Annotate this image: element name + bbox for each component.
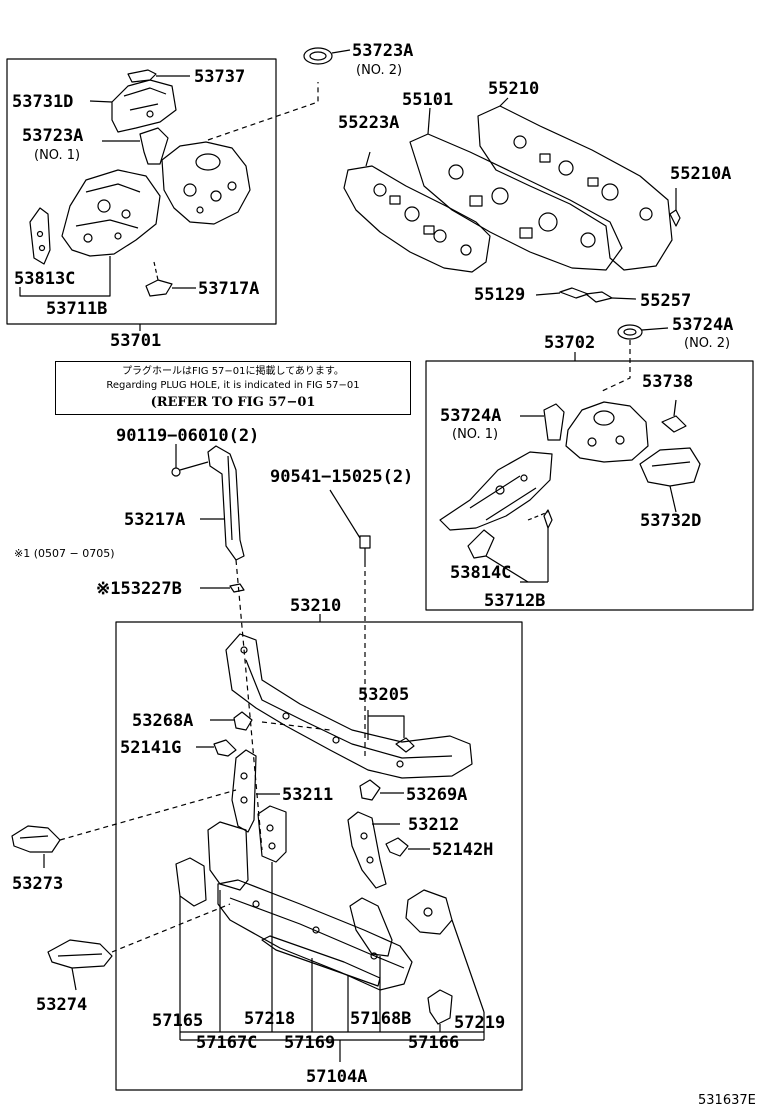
part-53723A-no1-shape: [102, 127, 169, 165]
label-55223A: 55223A: [338, 113, 400, 133]
part-55129-55257-shape: [535, 287, 637, 303]
part-53268A-shape: [210, 711, 253, 731]
note-box: プラグホールはFIG 57−01に掲載してあります。 Regarding PLU…: [55, 361, 411, 415]
label-55101: 55101: [402, 90, 454, 110]
label-52142H: 52142H: [432, 840, 494, 860]
part-55101-shape: [409, 107, 623, 271]
note-refer: (REFER TO FIG 57−01: [150, 395, 316, 410]
part-53814C-shape: [467, 509, 553, 583]
part-52142H-shape: [385, 837, 430, 857]
label-53731D: 53731D: [12, 92, 74, 112]
label-57218: 57218: [244, 1009, 296, 1029]
label-53717A: 53717A: [198, 279, 260, 299]
part-90541-bolt-shape: [329, 489, 371, 562]
label-53724A-no2: 53724A: [672, 315, 734, 335]
label-53724A-no1-sub: (NO. 1): [452, 427, 499, 442]
note-line-english: Regarding PLUG HOLE, it is indicated in …: [106, 380, 360, 391]
part-55210A-shape: [669, 188, 681, 227]
label-57169: 57169: [284, 1033, 336, 1053]
part-53738-shape: [661, 399, 687, 433]
diagram-id: 531637E: [698, 1093, 756, 1108]
part-53702-body-shape: [565, 401, 649, 463]
part-53212-shape: [347, 811, 400, 889]
box-53702: [425, 360, 754, 611]
label-53724A-no2-sub: (NO. 2): [684, 336, 731, 351]
part-52141G-shape: [196, 739, 237, 757]
label-53814C: 53814C: [450, 563, 512, 583]
part-53210-support-shape: [225, 633, 473, 779]
label-55210A: 55210A: [670, 164, 732, 184]
part-53711B-floor-shape: [61, 169, 161, 257]
box-53701: [6, 58, 277, 325]
part-55210-shape: [477, 97, 673, 271]
part-57218-shape: [257, 805, 287, 1032]
label-53813C: 53813C: [14, 269, 76, 289]
part-53724A-no2-shape: [599, 324, 669, 393]
part-57169-shape: [261, 935, 381, 1032]
label-53217A: 53217A: [124, 510, 186, 530]
part-57168B-shape: [347, 897, 393, 1032]
label-52141G: 52141G: [120, 738, 182, 758]
part-53273-shape: [11, 789, 237, 868]
part-53269A-shape: [359, 779, 404, 801]
part-53227B-shape: [200, 583, 245, 593]
label-57165: 57165: [152, 1011, 204, 1031]
label-53723A-no1-sub: (NO. 1): [34, 148, 81, 163]
label-53723A-no2-sub: (NO. 2): [356, 63, 403, 78]
part-57166-shape: [427, 989, 453, 1032]
part-53724A-no1-shape: [520, 403, 565, 441]
part-53217A-shape: [171, 444, 245, 561]
label-57219: 57219: [454, 1013, 506, 1033]
part-53274-shape: [47, 903, 231, 991]
part-53717A-shape: [145, 261, 196, 297]
label-53211: 53211: [282, 785, 334, 805]
label-53227B: ※153227B: [96, 579, 182, 599]
part-53732D-shape: [639, 447, 701, 513]
part-57167C-shape: [207, 821, 249, 1032]
label-53724A-no1: 53724A: [440, 406, 502, 426]
label-57167C: 57167C: [196, 1033, 258, 1053]
part-55223A-shape: [343, 151, 491, 273]
label-53723A-no2: 53723A: [352, 41, 414, 61]
label-53723A-no1: 53723A: [22, 126, 84, 146]
label-57104A: 57104A: [306, 1067, 368, 1087]
label-53712B: 53712B: [484, 591, 546, 611]
label-53702: 53702: [544, 333, 596, 353]
part-57104A-reinforcement-shape: [217, 879, 413, 991]
label-53205: 53205: [358, 685, 410, 705]
label-53732D: 53732D: [640, 511, 702, 531]
label-57166: 57166: [408, 1033, 460, 1053]
label-53273: 53273: [12, 874, 64, 894]
part-57219-shape: [405, 889, 485, 1013]
label-55129: 55129: [474, 285, 526, 305]
label-53269A: 53269A: [406, 785, 468, 805]
part-53813C-shape: [29, 207, 51, 265]
label-53212: 53212: [408, 815, 460, 835]
label-53210: 53210: [290, 596, 342, 616]
label-53737: 53737: [194, 67, 246, 87]
label-90541: 90541−15025(2): [270, 467, 414, 487]
label-90119: 90119−06010(2): [116, 426, 260, 446]
label-53701: 53701: [110, 331, 162, 351]
label-55257: 55257: [640, 291, 692, 311]
label-53268A: 53268A: [132, 711, 194, 731]
label-57168B: 57168B: [350, 1009, 412, 1029]
part-57165-shape: [175, 857, 207, 1032]
label-53711B: 53711B: [46, 299, 108, 319]
label-55210: 55210: [488, 79, 540, 99]
label-53738: 53738: [642, 372, 694, 392]
label-range-note: ※1 (0507 − 0705): [14, 547, 115, 560]
box-53210: [115, 621, 523, 1091]
note-line-japanese: プラグホールはFIG 57−01に掲載してあります。: [122, 366, 344, 377]
part-53712B-floor-shape: [439, 451, 553, 531]
part-53205-shape: [367, 710, 415, 753]
part-53723A-no2-shape: [303, 47, 351, 65]
part-53211-shape: [231, 749, 280, 833]
label-53274: 53274: [36, 995, 88, 1015]
part-53737-shape: [127, 69, 190, 83]
part-53731D-shape: [89, 79, 177, 133]
part-53711B-body-shape: [161, 141, 251, 225]
